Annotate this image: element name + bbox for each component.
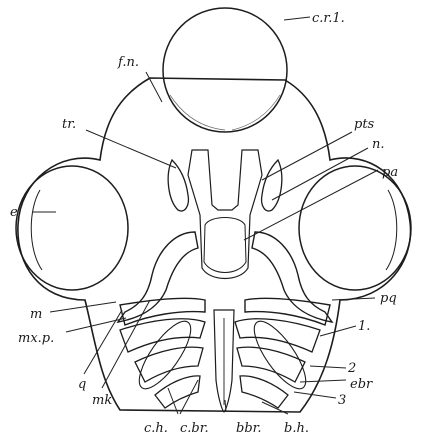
branchial-bar-left-3 [155, 376, 200, 408]
label-tr: tr. [62, 117, 76, 132]
left-mandibular-arch [120, 298, 205, 325]
label-bbr: bbr. [236, 421, 262, 436]
leader-tr [86, 130, 176, 168]
leader-2 [310, 366, 346, 368]
label-m: m [30, 307, 42, 322]
label-pa: pa [382, 165, 398, 180]
leader-mxp [66, 318, 126, 332]
leader-cr1 [284, 17, 310, 20]
label-mxp: mx.p. [18, 331, 54, 346]
leader-1 [320, 326, 356, 336]
left-palatoquadrate [118, 232, 198, 322]
label-fn: f.n. [117, 55, 139, 70]
leader-fn [146, 72, 162, 102]
leader-pa [244, 170, 378, 240]
leader-cbr [180, 380, 198, 414]
label-cbr: c.br. [180, 421, 209, 436]
leader-pts [262, 132, 352, 180]
label-ebr: ebr [350, 377, 373, 392]
label-mk: mk [92, 393, 112, 408]
label-two: 2 [347, 361, 356, 376]
label-three: 3 [338, 393, 346, 408]
leader-n [272, 148, 368, 200]
right-trabecular-loop [262, 160, 282, 211]
label-ch: c.h. [144, 421, 168, 436]
label-cr1: c.r.1. [312, 11, 345, 26]
label-bh: b.h. [284, 421, 309, 436]
label-one: 1. [358, 319, 370, 334]
label-pq: pq [380, 291, 397, 306]
ceratohyal-left [131, 314, 200, 396]
ceratohyal-right [246, 314, 315, 396]
left-trabecular-loop [168, 160, 188, 211]
label-e: e [10, 205, 18, 220]
left-eye [16, 166, 128, 290]
label-n: n. [372, 137, 385, 152]
leader-m [50, 302, 116, 312]
label-pts: pts [354, 117, 375, 132]
leader-mk [102, 300, 150, 388]
label-q: q [78, 377, 86, 392]
leader-3 [294, 392, 336, 398]
leader-ebr [300, 380, 346, 382]
trabecular-plate [188, 150, 262, 279]
right-eye [299, 166, 411, 290]
cerebral-vesicle [163, 8, 287, 132]
pituitary-area [204, 218, 246, 273]
